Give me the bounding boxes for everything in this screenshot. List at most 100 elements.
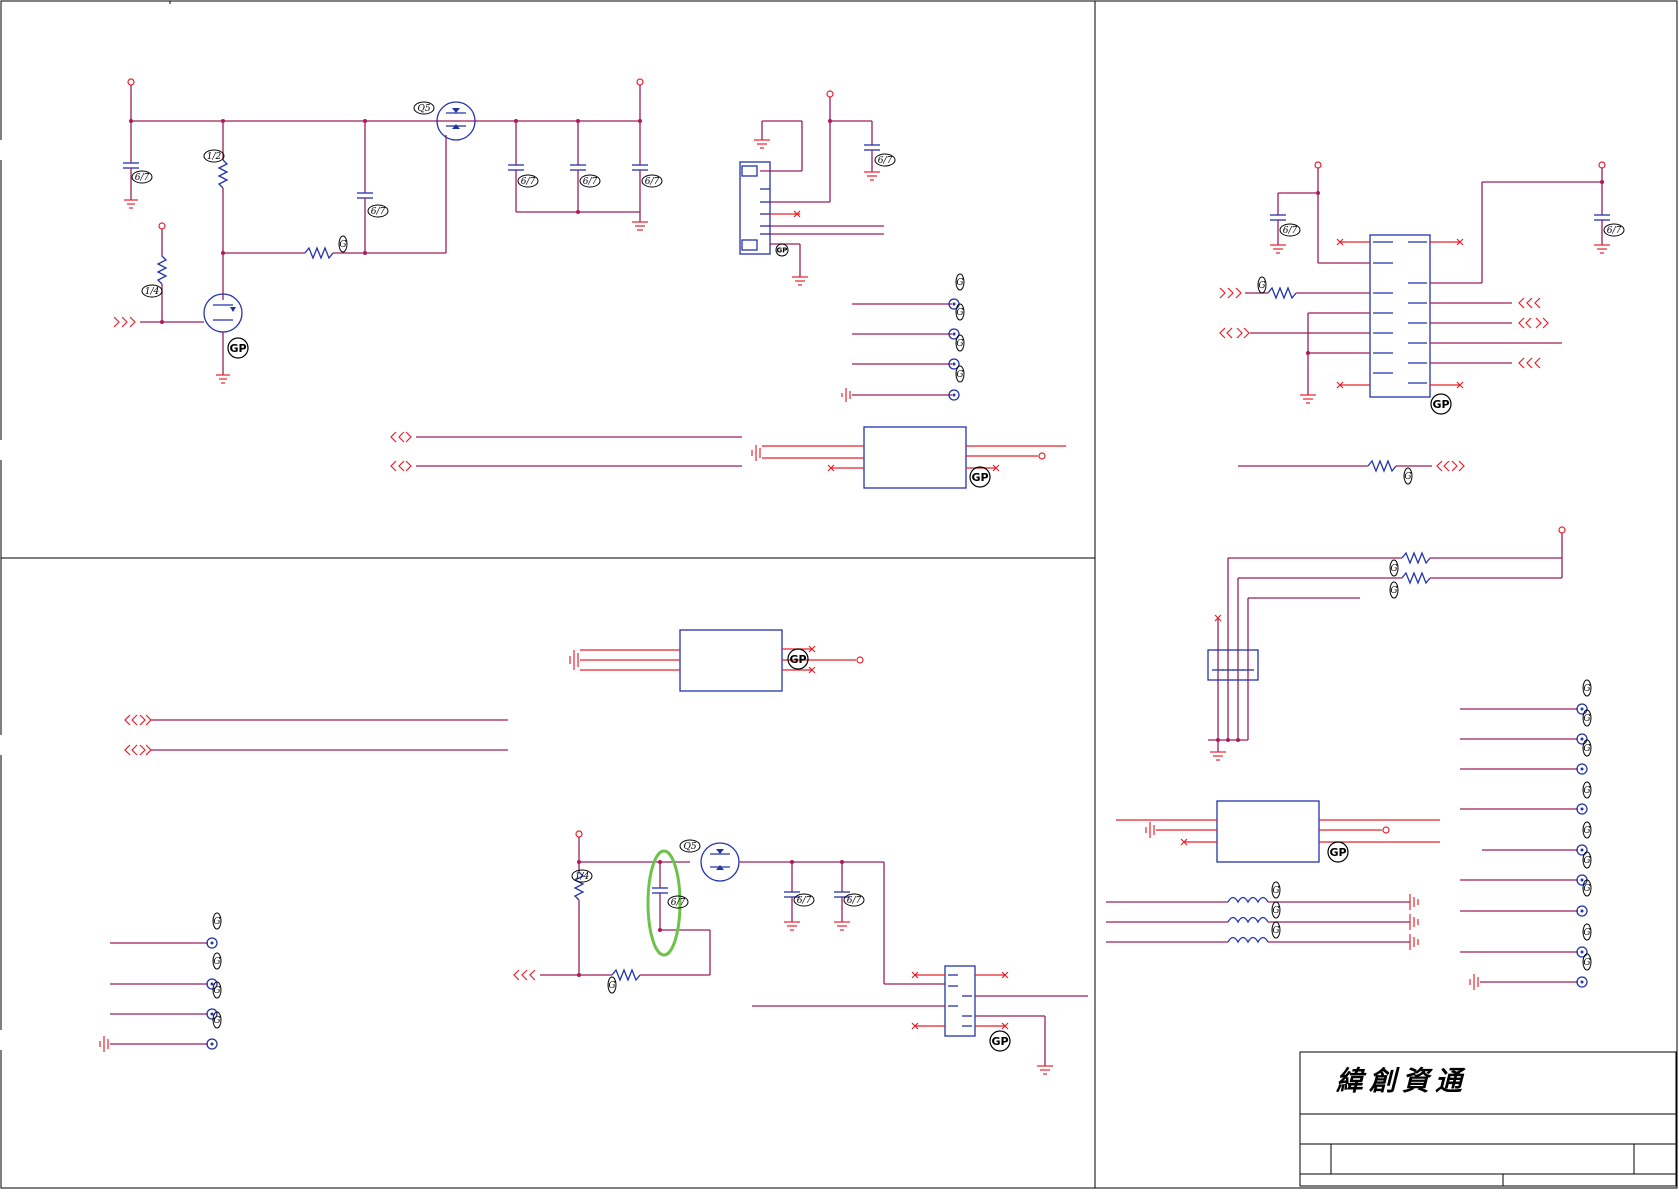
part-code-marker: 6/7 (367, 204, 389, 218)
part-code-marker: G (607, 976, 617, 994)
svg-text:G: G (213, 957, 220, 967)
svg-text:6/7: 6/7 (645, 177, 660, 187)
part-code-marker: G (212, 912, 222, 930)
svg-text:Q5: Q5 (683, 842, 696, 852)
svg-text:6/7: 6/7 (797, 896, 812, 906)
part-code-marker: 1/2 (203, 149, 225, 163)
svg-text:G: G (1583, 826, 1590, 836)
part-code-marker: G (1271, 881, 1281, 899)
part-code-marker: G (338, 235, 348, 253)
svg-text:G: G (213, 986, 220, 996)
part-code-marker: 6/7 (667, 895, 689, 909)
svg-text:G: G (1272, 926, 1279, 936)
svg-text:G: G (956, 370, 963, 380)
ic-block-right (1216, 800, 1320, 863)
part-code-marker: Q5 (679, 839, 701, 853)
svg-text:G: G (956, 278, 963, 288)
part-code-marker: 6/7 (641, 174, 663, 188)
power-switch-bottom (513, 830, 1088, 1075)
pmos-transistor-top (436, 101, 476, 141)
part-code-marker: 6/7 (579, 174, 601, 188)
svg-text:G: G (1583, 744, 1590, 754)
svg-text:G: G (1583, 786, 1590, 796)
svg-text:G: G (1404, 472, 1411, 482)
part-code-marker: 6/7 (131, 170, 153, 184)
part-code-marker: 6/7 (843, 893, 865, 907)
connector-top (739, 161, 771, 255)
svg-text:1/4: 1/4 (575, 872, 590, 882)
part-code-marker: G (1271, 901, 1281, 919)
part-code-marker: 1/4 (141, 284, 163, 298)
ic-block-top (863, 426, 967, 489)
part-code-marker: G (1582, 953, 1592, 971)
svg-text:GP: GP (1329, 846, 1346, 859)
part-code-marker: G (1403, 467, 1413, 485)
svg-text:G: G (1390, 586, 1397, 596)
power-port-left (127, 78, 135, 86)
svg-text:G: G (956, 339, 963, 349)
part-code-marker: G (1582, 851, 1592, 869)
part-code-marker: G (212, 1011, 222, 1029)
part-code-marker: G (955, 273, 965, 291)
svg-text:GP: GP (229, 342, 246, 355)
part-code-marker: G (1582, 879, 1592, 897)
company-name: 緯創資通 (1335, 1066, 1468, 1097)
level-shifter-top (390, 426, 1066, 489)
part-code-marker: G (1257, 276, 1267, 294)
part-code-marker: Q5 (413, 101, 435, 115)
svg-text:1/2: 1/2 (207, 152, 222, 162)
svg-text:Q5: Q5 (417, 104, 430, 114)
gp-marker: GP (1327, 841, 1349, 863)
part-code-marker: 6/7 (1279, 223, 1301, 237)
header-4pin (1207, 649, 1259, 681)
part-code-marker: G (1582, 709, 1592, 727)
ic-block-bottom (679, 629, 783, 692)
part-code-marker: G (1582, 781, 1592, 799)
ic-and-inductors-right (1106, 800, 1440, 950)
driver-ic-right (1219, 161, 1610, 473)
svg-text:6/7: 6/7 (671, 898, 686, 908)
part-code-marker: G (1582, 821, 1592, 839)
level-shifter-bottom (124, 629, 864, 756)
svg-text:6/7: 6/7 (583, 177, 598, 187)
svg-text:G: G (1583, 684, 1590, 694)
svg-text:G: G (1583, 884, 1590, 894)
svg-text:G: G (1583, 928, 1590, 938)
part-code-marker: G (955, 303, 965, 321)
test-points-top (841, 298, 960, 402)
svg-text:G: G (1272, 886, 1279, 896)
part-code-marker: G (1389, 581, 1399, 599)
svg-text:6/7: 6/7 (135, 173, 150, 183)
svg-text:GP: GP (971, 471, 988, 484)
gp-marker: GP (227, 337, 249, 359)
svg-text:G: G (1272, 906, 1279, 916)
svg-text:GP: GP (777, 247, 788, 255)
svg-text:G: G (339, 240, 346, 250)
part-code-marker: 6/7 (793, 893, 815, 907)
part-code-marker: G (1582, 679, 1592, 697)
part-code-marker: G (1271, 921, 1281, 939)
part-code-marker: G (955, 334, 965, 352)
fan-connector-section (739, 90, 884, 286)
connector-bottom (944, 965, 976, 1037)
pmos-transistor-bottom (700, 842, 740, 882)
svg-text:G: G (1583, 714, 1590, 724)
svg-text:6/7: 6/7 (1283, 226, 1298, 236)
part-code-marker: 1/4 (571, 869, 593, 883)
title-block: 緯創資通 (1299, 1051, 1677, 1187)
svg-text:G: G (213, 917, 220, 927)
svg-text:GP: GP (789, 653, 806, 666)
power-switch-section (113, 78, 648, 384)
ic-14pin (1369, 234, 1431, 398)
part-code-marker: 6/7 (874, 153, 896, 167)
svg-text:6/7: 6/7 (371, 207, 386, 217)
part-code-marker: 6/7 (517, 174, 539, 188)
test-points-bottom-left (99, 937, 218, 1052)
part-code-marker: G (1389, 559, 1399, 577)
part-code-marker: G (212, 952, 222, 970)
svg-text:G: G (1583, 856, 1590, 866)
